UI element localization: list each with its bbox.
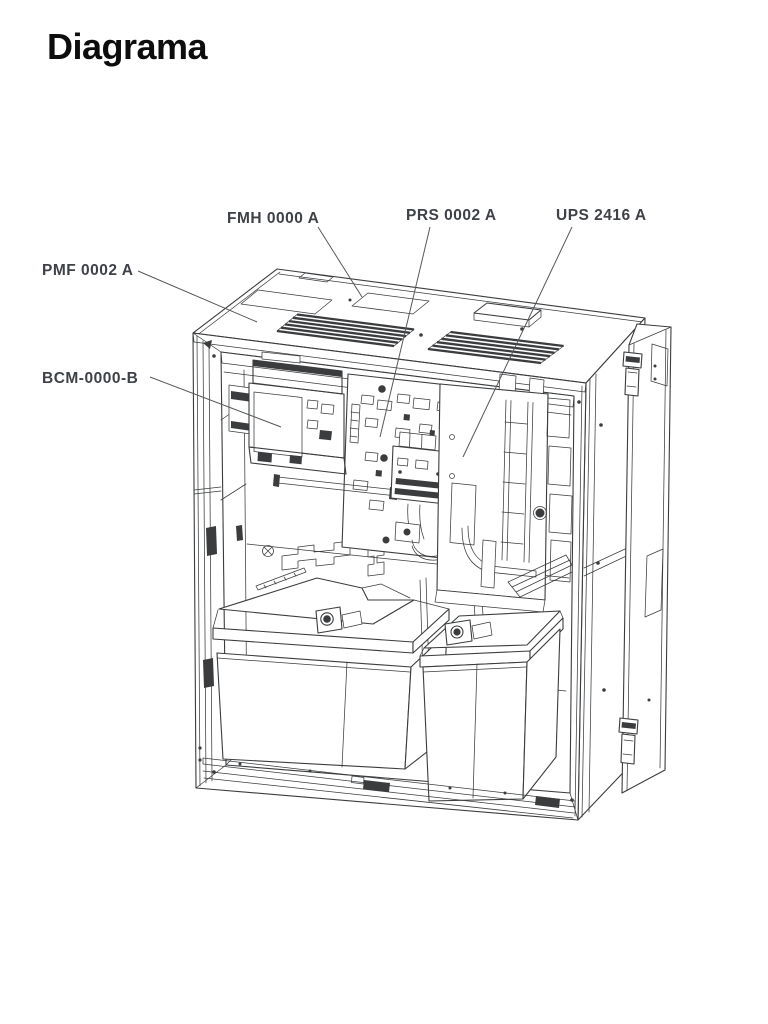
back-wall-slot-small bbox=[367, 546, 385, 577]
frame-hinge-block bbox=[206, 526, 217, 556]
top-knockout-left bbox=[240, 289, 333, 315]
bottom-rail bbox=[202, 757, 576, 819]
ups-ladder-bracket bbox=[500, 399, 534, 563]
top-knockout-panel bbox=[351, 292, 430, 315]
label-prs-0002-a: PRS 0002 A bbox=[406, 207, 497, 224]
bcm-bottom-band bbox=[248, 446, 347, 475]
leader-line-prs bbox=[379, 226, 431, 438]
diagonal-rod bbox=[255, 567, 307, 591]
page-title: Diagrama bbox=[47, 26, 208, 67]
top-screw bbox=[419, 333, 423, 337]
label-pmf-0002-a: PMF 0002 A bbox=[42, 262, 133, 279]
frame-hinge-block bbox=[203, 658, 214, 688]
ups-cutout bbox=[449, 482, 477, 546]
door-hinge-bottom bbox=[618, 717, 639, 765]
door-panel bbox=[618, 323, 672, 794]
label-ups-2416-a: UPS 2416 A bbox=[556, 207, 647, 224]
bcm-module bbox=[228, 351, 347, 475]
top-screw bbox=[348, 298, 352, 302]
door-cutout-top bbox=[650, 343, 669, 387]
back-wall-screw bbox=[262, 545, 274, 557]
rail-clip bbox=[535, 796, 560, 808]
leader-lines bbox=[137, 226, 573, 458]
leader-line-bcm bbox=[149, 376, 282, 428]
top-raised-box bbox=[473, 302, 542, 328]
battery-left bbox=[212, 577, 450, 770]
leader-line-ups bbox=[462, 226, 573, 458]
ups-module bbox=[434, 373, 573, 613]
rail-clip bbox=[363, 780, 390, 792]
batten-stack bbox=[507, 554, 573, 598]
bcm-panel bbox=[253, 391, 303, 458]
battery-right bbox=[419, 610, 564, 802]
battery-left-terminal bbox=[315, 606, 363, 634]
door-hinge-top bbox=[622, 351, 643, 397]
back-wall-slot bbox=[281, 540, 351, 571]
top-edge-hatch bbox=[192, 332, 587, 393]
leader-line-pmf bbox=[137, 270, 258, 323]
vent-grille-right bbox=[427, 330, 564, 365]
part-labels: PMF 0002 A FMH 0000 A PRS 0002 A UPS 241… bbox=[42, 207, 647, 387]
leader-line-fmh bbox=[317, 226, 363, 298]
wall-cutouts bbox=[546, 397, 573, 583]
ceiling-edge-hatch bbox=[220, 351, 575, 408]
door-cutout-middle bbox=[644, 548, 664, 618]
label-fmh-0000-a: FMH 0000 A bbox=[227, 210, 319, 227]
battery-right-terminal bbox=[444, 619, 493, 646]
label-bcm-0000-b: BCM-0000-B bbox=[42, 370, 138, 387]
